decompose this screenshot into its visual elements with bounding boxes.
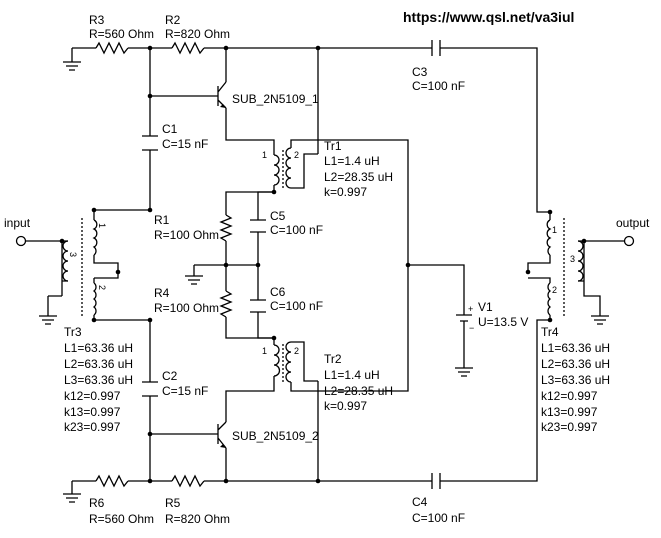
- capacitor-c1[interactable]: [142, 135, 158, 151]
- c6-value: C=100 nF: [270, 299, 323, 313]
- r1-name: R1: [154, 213, 170, 227]
- tr3-name: Tr3: [64, 325, 82, 339]
- output-label: output: [616, 216, 650, 230]
- junction-dots: [59, 45, 587, 484]
- c2-value: C=15 nF: [162, 384, 208, 398]
- tr4-l1: L1=63.36 uH: [541, 341, 610, 355]
- ground-icon: [454, 361, 474, 377]
- svg-text:2: 2: [294, 346, 299, 356]
- site-url[interactable]: https://www.qsl.net/va3iul: [403, 9, 574, 25]
- r3-name: R3: [89, 13, 105, 27]
- center-wires: [193, 185, 465, 362]
- tr1-k: k=0.997: [324, 185, 367, 199]
- svg-text:1: 1: [97, 223, 107, 228]
- c5-name: C5: [270, 209, 286, 223]
- svg-text:1: 1: [262, 346, 267, 356]
- ground-icon: [62, 55, 82, 71]
- transistor-q2[interactable]: [212, 421, 227, 449]
- resistor-r1[interactable]: [219, 214, 233, 242]
- v1-name: V1: [478, 300, 493, 314]
- tr3-l1: L1=63.36 uH: [64, 341, 133, 355]
- svg-text:1: 1: [262, 150, 267, 160]
- svg-text:2: 2: [294, 150, 299, 160]
- transformer-tr3[interactable]: [62, 218, 98, 318]
- input-label: input: [4, 216, 31, 230]
- tr2-k: k=0.997: [324, 399, 367, 413]
- c4-name: C4: [412, 495, 428, 509]
- r5-name: R5: [165, 496, 181, 510]
- tr3-k13: k13=0.997: [64, 405, 121, 419]
- tr3-wires: [26, 209, 150, 321]
- ground-icon: [62, 487, 82, 503]
- c4-value: C=100 nF: [412, 511, 465, 525]
- c1-value: C=15 nF: [162, 137, 208, 151]
- r4-value: R=100 Ohm: [154, 301, 219, 315]
- resistor-r5[interactable]: [171, 474, 205, 488]
- svg-text:+: +: [468, 304, 473, 314]
- r4-name: R4: [154, 286, 170, 300]
- resistor-r3[interactable]: [95, 41, 129, 55]
- r5-value: R=820 Ohm: [165, 512, 230, 526]
- q2-label: SUB_2N5109_2: [232, 429, 319, 443]
- ground-icon: [184, 269, 204, 285]
- r3-value: R=560 Ohm: [89, 27, 154, 41]
- r2-name: R2: [165, 13, 181, 27]
- c1-name: C1: [162, 122, 178, 136]
- transformer-tr2[interactable]: [273, 341, 318, 383]
- capacitor-c4[interactable]: [431, 473, 441, 489]
- ground-icon: [590, 309, 610, 325]
- c2-name: C2: [162, 369, 178, 383]
- tr1-l2: L2=28.35 uH: [324, 170, 393, 184]
- input-port-icon[interactable]: [15, 235, 27, 247]
- tr3-k23: k23=0.997: [64, 420, 121, 434]
- resistor-r2[interactable]: [171, 41, 205, 55]
- r6-name: R6: [89, 496, 105, 510]
- ground-icon: [38, 309, 58, 325]
- pin-numbers: 1 2 1 2 1 2 3 1 2 3: [68, 150, 575, 356]
- tr4-k12: k12=0.997: [541, 389, 598, 403]
- tr3-l2: L2=63.36 uH: [64, 357, 133, 371]
- transformer-tr1[interactable]: [273, 147, 318, 189]
- capacitor-c3[interactable]: [431, 40, 441, 56]
- c5-value: C=100 nF: [270, 223, 323, 237]
- svg-text:3: 3: [68, 252, 78, 257]
- svg-text:2: 2: [552, 285, 557, 295]
- resistor-r6[interactable]: [95, 474, 129, 488]
- tr4-k23: k23=0.997: [541, 420, 598, 434]
- svg-text:−: −: [469, 323, 474, 333]
- tr1-name: Tr1: [324, 139, 342, 153]
- r2-value: R=820 Ohm: [165, 27, 230, 41]
- svg-text:1: 1: [552, 225, 557, 235]
- r1-value: R=100 Ohm: [154, 228, 219, 242]
- v1-value: U=13.5 V: [478, 315, 528, 329]
- capacitor-c5[interactable]: [250, 219, 266, 233]
- tr4-l2: L2=63.36 uH: [541, 357, 610, 371]
- c3-name: C3: [412, 65, 428, 79]
- tr4-wires: [527, 212, 624, 320]
- output-port-icon[interactable]: [623, 235, 635, 247]
- capacitor-c2[interactable]: [142, 381, 158, 397]
- tr3-k12: k12=0.997: [64, 389, 121, 403]
- capacitor-c6[interactable]: [250, 299, 266, 313]
- tr4-k13: k13=0.997: [541, 405, 598, 419]
- tr1-l1: L1=1.4 uH: [324, 154, 380, 168]
- tr4-name: Tr4: [541, 325, 559, 339]
- resistor-r4[interactable]: [219, 290, 233, 318]
- dc-source-v1[interactable]: + −: [456, 288, 474, 342]
- transistor-q1[interactable]: [212, 81, 227, 109]
- tr2-l1: L1=1.4 uH: [324, 368, 380, 382]
- tr2-l2: L2=28.35 uH: [324, 384, 393, 398]
- transformer-tr4[interactable]: [546, 218, 584, 318]
- c3-value: C=100 nF: [412, 79, 465, 93]
- tr3-l3: L3=63.36 uH: [64, 373, 133, 387]
- r6-value: R=560 Ohm: [89, 512, 154, 526]
- q1-label: SUB_2N5109_1: [232, 92, 319, 106]
- tr2-name: Tr2: [324, 352, 342, 366]
- c6-name: C6: [270, 285, 286, 299]
- tr4-l3: L3=63.36 uH: [541, 373, 610, 387]
- svg-text:3: 3: [570, 254, 575, 264]
- svg-text:2: 2: [97, 285, 107, 290]
